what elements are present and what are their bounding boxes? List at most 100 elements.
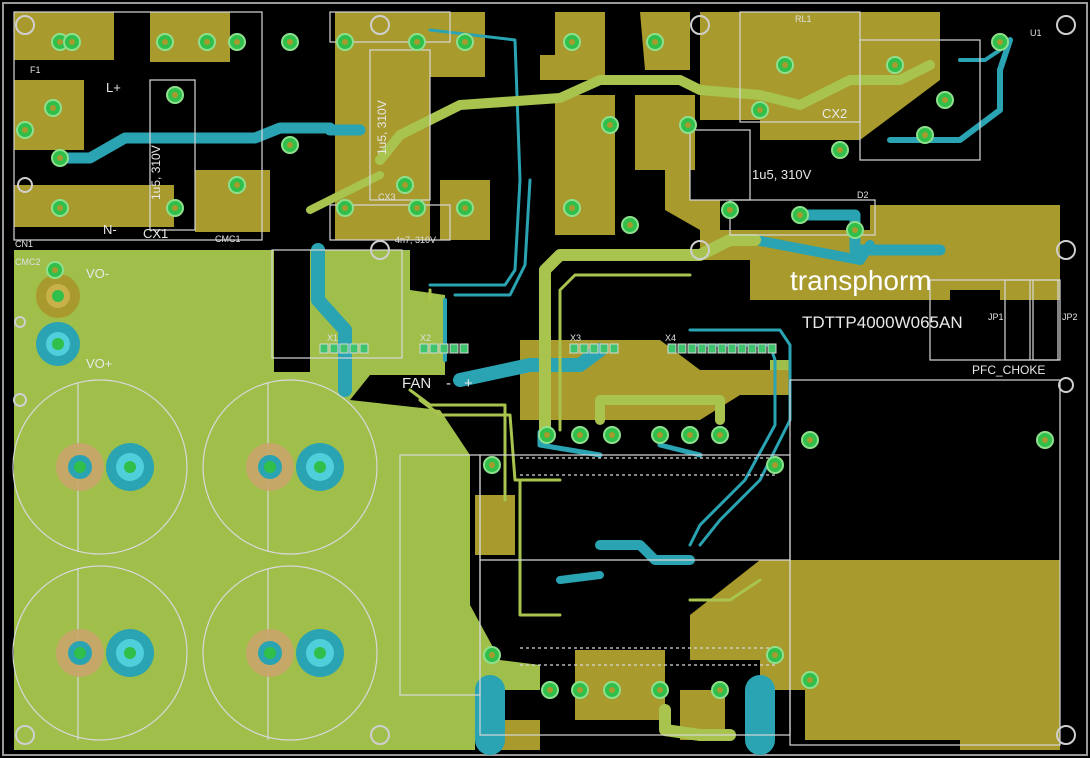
pad-hole [657, 687, 663, 693]
header-connectors [319, 343, 777, 354]
header-pin [757, 343, 767, 354]
pad-hole [162, 39, 168, 45]
pad-hole [172, 205, 178, 211]
pad-hole [772, 652, 778, 658]
cx2-value-label: 1u5, 310V [752, 167, 812, 182]
pad-hole [942, 97, 948, 103]
cx3-label: CX3 [378, 192, 396, 202]
header-pin [717, 343, 727, 354]
header-pin [687, 343, 697, 354]
pad-hole [462, 39, 468, 45]
x1-label: X1 [327, 333, 338, 343]
vo-minus-label: VO- [86, 266, 109, 281]
pad-hole [287, 142, 293, 148]
header-pin [429, 343, 439, 354]
pad-hole [342, 39, 348, 45]
pad-hole [547, 687, 553, 693]
pad-hole [544, 432, 550, 438]
n-minus-label: N- [103, 222, 117, 237]
pad-hole [342, 205, 348, 211]
pad-hole [1042, 437, 1048, 443]
x4-label: X4 [665, 333, 676, 343]
pad-hole [782, 62, 788, 68]
l-plus-label: L+ [106, 80, 121, 95]
pad-hole [402, 182, 408, 188]
header-pin [697, 343, 707, 354]
header-pin [667, 343, 677, 354]
pad-hole [807, 677, 813, 683]
pad-hole [727, 207, 733, 213]
pad-hole [922, 132, 928, 138]
cx3-value-label: 1u5, 310V [375, 100, 389, 155]
header-pin [419, 343, 429, 354]
pad-hole [569, 39, 575, 45]
bulk-cap-pads [56, 443, 344, 677]
pad-hole [852, 227, 858, 233]
mounting-holes [13, 15, 1076, 745]
header-pin [707, 343, 717, 354]
pad-hole [489, 462, 495, 468]
fan-minus-label: - [446, 375, 451, 392]
pad-hole [52, 267, 58, 273]
pad-hole [234, 182, 240, 188]
pad-hole [569, 205, 575, 211]
part-number-label: TDTTP4000W065AN [802, 313, 963, 332]
header-pin [599, 343, 609, 354]
pad-hole [837, 147, 843, 153]
pad-hole [234, 39, 240, 45]
pad-hole [892, 62, 898, 68]
header-pin [459, 343, 469, 354]
header-pin [359, 343, 369, 354]
cmc1-label: CMC1 [215, 234, 241, 244]
pad-hole [204, 39, 210, 45]
header-pin [329, 343, 339, 354]
pad-hole [717, 687, 723, 693]
header-pin [439, 343, 449, 354]
pad-hole [772, 462, 778, 468]
jp1-label: JP1 [988, 312, 1004, 322]
vo-plus-label: VO+ [86, 356, 112, 371]
pad-hole [607, 122, 613, 128]
header-pin [589, 343, 599, 354]
cx1-value-label: 1u5, 310V [149, 145, 163, 200]
pad-hole [57, 39, 63, 45]
rl1-label: RL1 [795, 14, 812, 24]
header-pin [747, 343, 757, 354]
pad-hole [57, 155, 63, 161]
header-pin [579, 343, 589, 354]
pad-hole [172, 92, 178, 98]
top-copper [14, 12, 1060, 750]
pad-hole [414, 39, 420, 45]
pad-hole [69, 39, 75, 45]
u1-label: U1 [1030, 28, 1042, 38]
pad-hole [414, 205, 420, 211]
header-pin [339, 343, 349, 354]
cx1-label: CX1 [143, 226, 168, 241]
x3-label: X3 [570, 333, 581, 343]
pfc-choke-label: PFC_CHOKE [972, 363, 1045, 377]
header-pin [609, 343, 619, 354]
pad-hole [687, 432, 693, 438]
cx2-label: CX2 [822, 106, 847, 121]
pad-hole [462, 205, 468, 211]
pad-hole [717, 432, 723, 438]
cmc2-label: CMC2 [15, 257, 41, 267]
pad-hole [57, 205, 63, 211]
pad-hole [22, 127, 28, 133]
fan-label: FAN [402, 375, 431, 392]
silkscreen-labels: TDTTP4000W065AN L+ N- CX1 1u5, 310V CMC1… [15, 14, 1078, 392]
header-pin [319, 343, 329, 354]
header-pin [449, 343, 459, 354]
header-pin [569, 343, 579, 354]
header-pin [349, 343, 359, 354]
pad-hole [685, 122, 691, 128]
pad-hole [657, 432, 663, 438]
header-pin [677, 343, 687, 354]
pad-hole [609, 687, 615, 693]
through-hole-pads [16, 33, 1054, 699]
pad-hole [50, 105, 56, 111]
d2-label: D2 [857, 190, 869, 200]
pad-hole [997, 39, 1003, 45]
pad-hole [807, 437, 813, 443]
header-pin [727, 343, 737, 354]
